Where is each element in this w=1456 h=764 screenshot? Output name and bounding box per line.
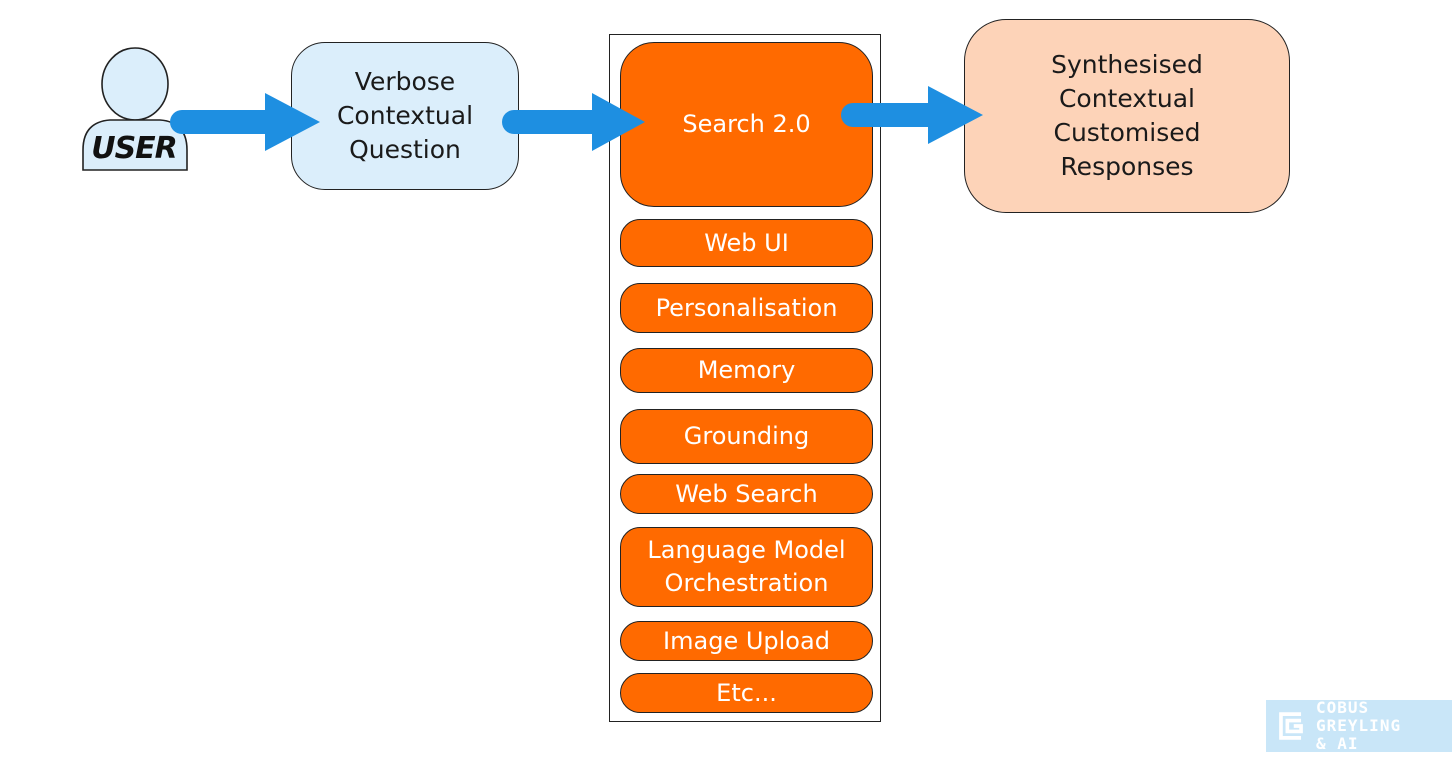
component-label: Personalisation [655, 293, 838, 322]
component-label: Etc... [716, 678, 777, 707]
component-grounding: Grounding [620, 409, 873, 464]
user-label: USER [91, 130, 178, 166]
component-label: Web UI [704, 228, 789, 257]
component-image-upload: Image Upload [620, 621, 873, 661]
search-title: Search 2.0 [682, 110, 811, 138]
response-box: Synthesised Contextual Customised Respon… [964, 19, 1290, 213]
logo: COBUS GREYLING & AI [1266, 698, 1452, 753]
component-label: Image Upload [663, 626, 830, 655]
component-label: Web Search [675, 479, 818, 508]
question-box: Verbose Contextual Question [291, 42, 519, 190]
component-label: Language Model Orchestration [647, 536, 846, 597]
logo-text: COBUS GREYLING & AI [1316, 698, 1402, 753]
component-etc: Etc... [620, 673, 873, 713]
logo-mark-icon [1279, 712, 1303, 740]
component-label: Grounding [683, 422, 810, 450]
user-icon [82, 47, 188, 171]
component-label: Memory [697, 356, 796, 384]
component-web-search: Web Search [620, 474, 873, 514]
response-text: Synthesised Contextual Customised Respon… [1051, 50, 1203, 181]
component-web-ui: Web UI [620, 219, 873, 267]
search-box: Search 2.0 [620, 42, 873, 207]
component-language-model-orchestration: Language Model Orchestration [620, 527, 873, 607]
component-personalisation: Personalisation [620, 283, 873, 333]
question-text: Verbose Contextual Question [336, 67, 474, 164]
component-memory: Memory [620, 348, 873, 393]
